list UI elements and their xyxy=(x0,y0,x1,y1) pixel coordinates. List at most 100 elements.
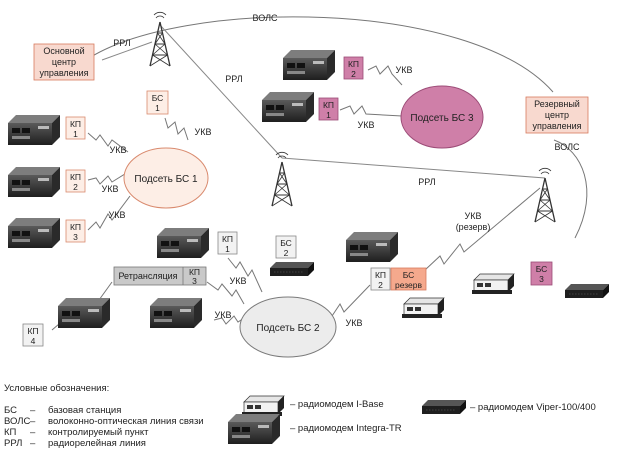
kp1-sub2-box xyxy=(217,231,238,255)
main-center-box xyxy=(33,43,95,81)
legend-viper-label: – радиомодем Viper-100/400 xyxy=(470,402,596,413)
kp1-sub3-box xyxy=(318,97,339,121)
kp2-sub2-line2: 2 xyxy=(378,280,383,290)
rrl-line-3 xyxy=(281,157,546,179)
subnet-bs2-label: Подсеть БС 2 xyxy=(256,323,320,334)
kp2-sub2-box xyxy=(370,267,391,291)
integra-modem-kp3-sub2-icon xyxy=(150,298,202,328)
bs3-box xyxy=(530,261,553,286)
link-kp3-sub2 xyxy=(213,315,245,325)
subnet-bs1-label: Подсеть БС 1 xyxy=(134,174,198,185)
relay-label: Ретрансляция xyxy=(118,271,177,281)
rrl-label-2: РРЛ xyxy=(225,74,243,84)
legend-row: КП–контролируемый пункт xyxy=(4,427,149,438)
kp3-left-line2: 3 xyxy=(73,232,78,242)
reserve-center-line3: управления xyxy=(532,121,581,131)
vols-label-right: ВОЛС xyxy=(554,142,580,152)
legend-abbr: РРЛ xyxy=(4,438,23,449)
ukv-label-kp1: УКВ xyxy=(110,145,127,155)
kp1-sub3-line1: КП xyxy=(323,100,334,110)
kp1-sub2-line2: 1 xyxy=(225,244,230,254)
legend-viper-icon xyxy=(421,399,467,415)
ukv-label-kp3: УКВ xyxy=(109,210,126,220)
reserve-center-line1: Резервный xyxy=(534,99,580,109)
main-center-line2: центр xyxy=(52,57,76,67)
kp4-box xyxy=(22,323,44,347)
kp2-sub3-line2: 2 xyxy=(351,69,356,79)
legend-ibase-icon xyxy=(241,395,285,417)
kp3-left-line1: КП xyxy=(70,222,81,232)
subnet-bs2-ellipse xyxy=(239,296,337,358)
main-center-line1: Основной xyxy=(43,46,84,56)
tower-bs2-icon xyxy=(271,151,293,207)
kp2-left-line2: 2 xyxy=(73,182,78,192)
viper-modem-bs2-icon xyxy=(269,261,315,277)
bs-reserve-line1: БС xyxy=(403,270,415,280)
link-kp1-sub2 xyxy=(227,257,263,293)
bs-reserve-box xyxy=(390,267,427,291)
link-kp3-sub1 xyxy=(87,195,131,231)
kp1-left-line1: КП xyxy=(70,119,81,129)
rrl-label-3: РРЛ xyxy=(418,177,436,187)
reserve-center-box xyxy=(525,96,589,134)
rrl-line-1 xyxy=(101,41,153,61)
kp3-sub2-line2: 3 xyxy=(192,276,197,286)
legend-abbr: БС xyxy=(4,405,17,416)
bs3-label-line1: БС xyxy=(536,264,548,274)
link-kp1-sub1 xyxy=(87,132,129,153)
legend-row: РРЛ–радиорелейная линия xyxy=(4,438,146,449)
subnet-bs1-ellipse xyxy=(123,147,209,209)
kp1-left-box xyxy=(65,116,86,140)
bs2-box xyxy=(275,235,297,259)
kp2-sub3-box xyxy=(343,56,364,80)
bs1-box xyxy=(146,90,169,115)
kp4-line2: 4 xyxy=(31,336,36,346)
integra-modem-kp2-sub2-icon xyxy=(346,232,398,262)
vols-line-right xyxy=(553,139,588,239)
link-kp2-sub1 xyxy=(87,171,129,185)
legend-text: волоконно-оптическая линия связи xyxy=(48,416,204,427)
integra-modem-kp1-sub2-icon xyxy=(157,228,209,258)
ukv-label-sub2-kp2: УКВ xyxy=(346,318,363,328)
kp2-sub2-line1: КП xyxy=(375,270,386,280)
bs1-label-line1: БС xyxy=(152,93,164,103)
bs3-label-line2: 3 xyxy=(539,274,544,284)
tower-bs3-icon xyxy=(534,167,556,223)
bs2-label-line2: 2 xyxy=(284,248,289,258)
legend-text: базовая станция xyxy=(48,405,122,416)
ibase-modem-bs3-icon xyxy=(471,273,515,295)
legend-text: контролируемый пункт xyxy=(48,427,149,438)
kp3-sub2-line1: КП xyxy=(189,267,200,277)
kp1-sub3-line2: 1 xyxy=(326,110,331,120)
legend-title: Условные обозначения: xyxy=(4,383,110,394)
integra-modem-kp3-left-icon xyxy=(8,218,60,248)
legend-text: радиорелейная линия xyxy=(48,438,146,449)
integra-modem-kp1-left-icon xyxy=(8,115,60,145)
rrl-line-2 xyxy=(159,24,283,159)
main-center-line3: управления xyxy=(39,68,88,78)
bs1-label-line2: 1 xyxy=(155,103,160,113)
ukv-label-sub3-kp2: УКВ xyxy=(396,65,413,75)
tower-bs1-icon xyxy=(149,11,171,67)
legend-row: БС–базовая станция xyxy=(4,405,122,416)
legend-ibase-label: – радиомодем I-Base xyxy=(290,399,384,410)
ukv-reserve-label-1: УКВ xyxy=(465,211,482,221)
subnet-bs3-ellipse xyxy=(400,85,484,149)
kp3-left-box xyxy=(65,219,86,243)
kp2-left-box xyxy=(65,169,86,193)
integra-modem-kp1-sub3-icon xyxy=(262,92,314,122)
kp2-left-line1: КП xyxy=(70,172,81,182)
legend-integra-icon xyxy=(228,414,280,444)
ukv-label-sub2-kp1: УКВ xyxy=(230,276,247,286)
integra-modem-kp2-sub3-icon xyxy=(283,50,335,80)
ukv-label-sub3-kp1: УКВ xyxy=(358,120,375,130)
bs-reserve-line2: резерв xyxy=(395,280,423,290)
ukv-label-sub2-kp3: УКВ xyxy=(215,310,232,320)
legend-integra-label: – радиомодем Integra-TR xyxy=(290,423,402,434)
integra-modem-kp2-left-icon xyxy=(8,167,60,197)
link-kp2-sub3 xyxy=(367,65,403,86)
subnet-bs3-label: Подсеть БС 3 xyxy=(410,113,474,124)
integra-modem-kp4-icon xyxy=(58,298,110,328)
kp1-left-line2: 1 xyxy=(73,129,78,139)
